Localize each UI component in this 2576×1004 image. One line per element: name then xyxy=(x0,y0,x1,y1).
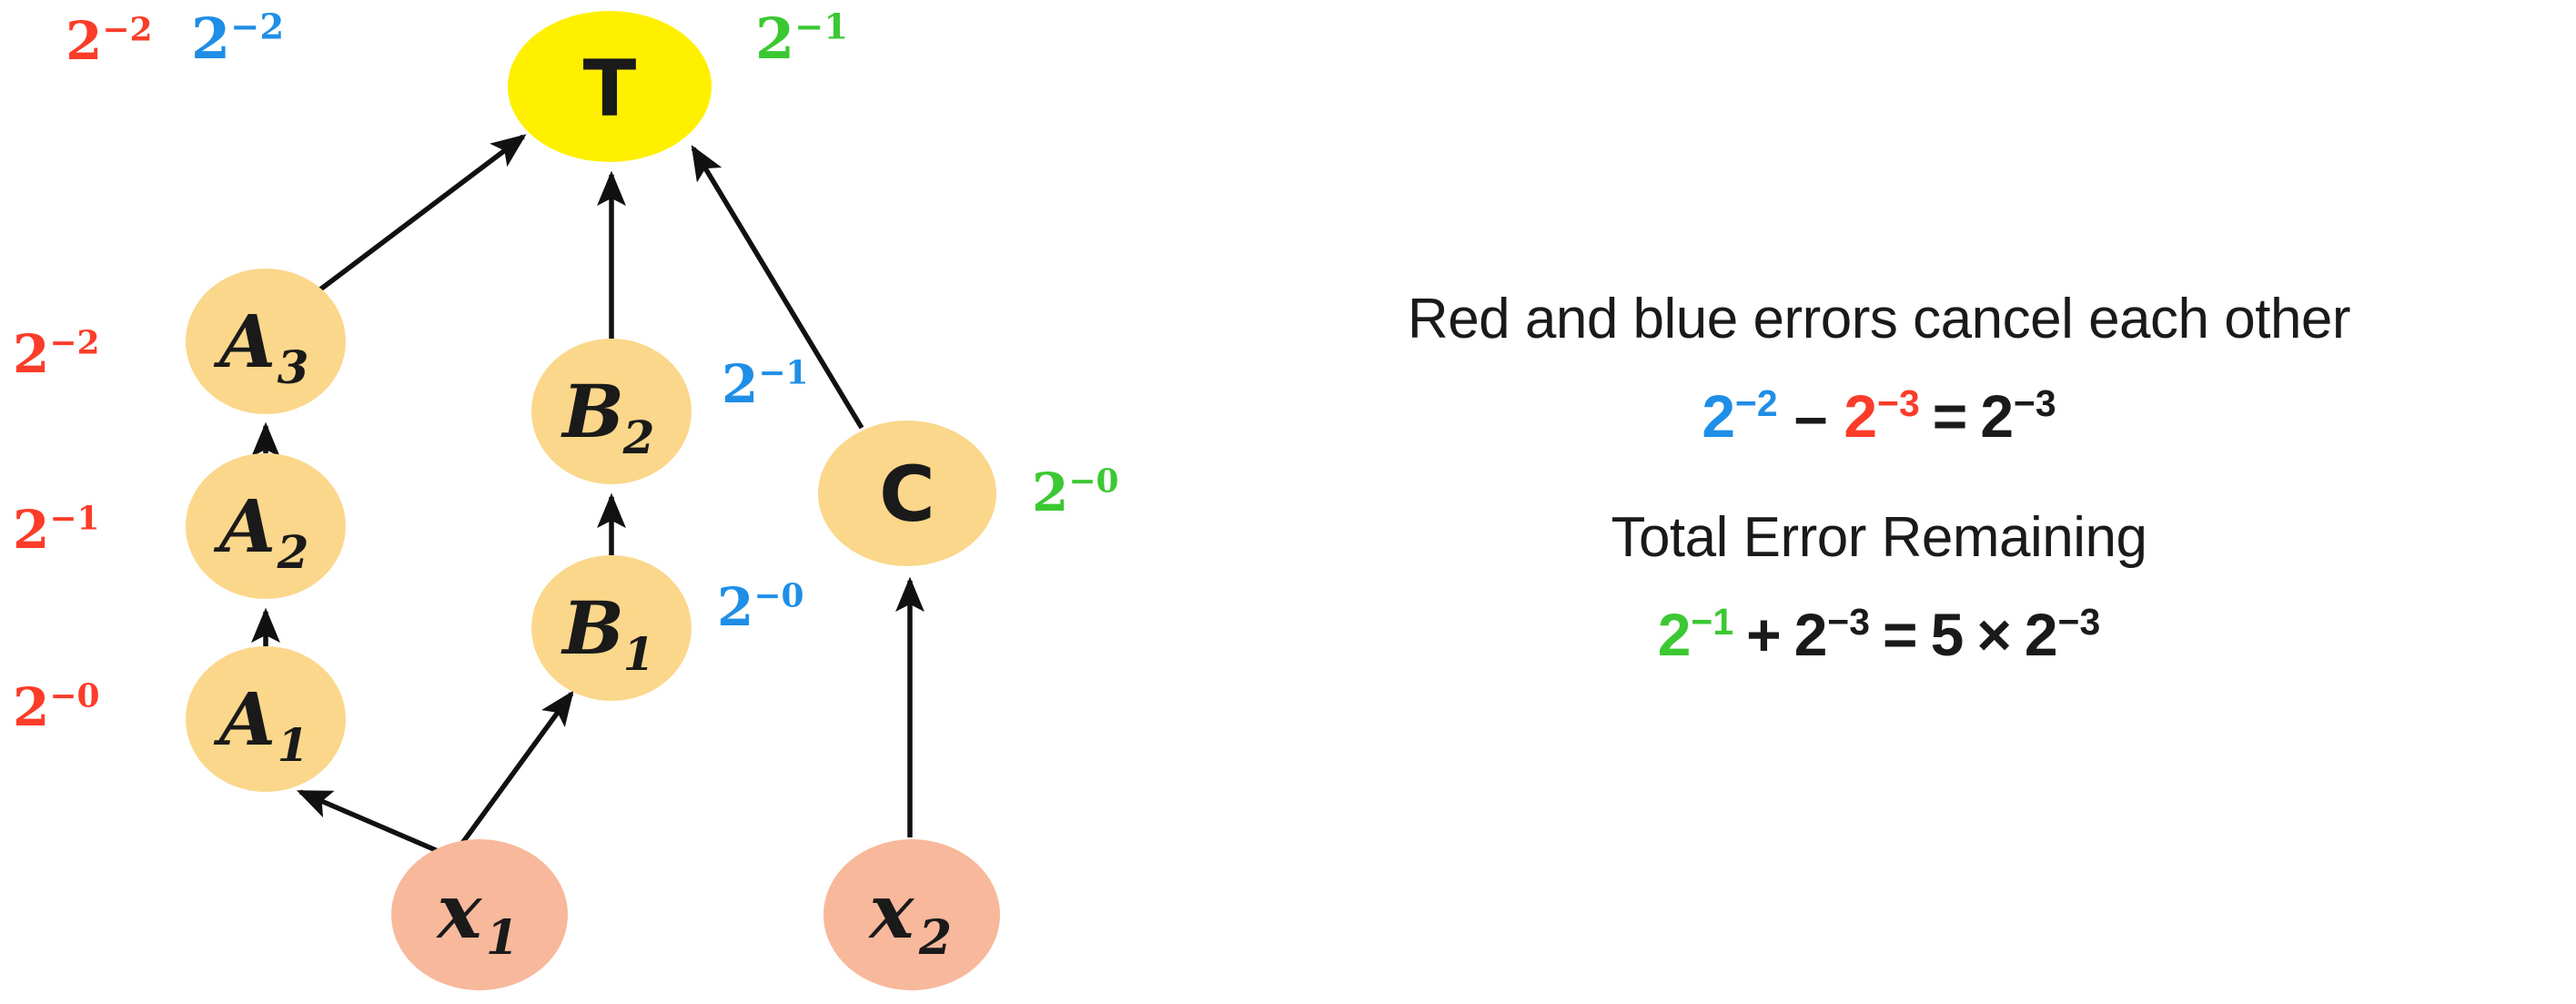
node-a2-label: A xyxy=(213,483,276,569)
annotation-blue-b2-exp: −1 xyxy=(758,353,809,392)
equation-2-operator: + xyxy=(1746,601,1782,669)
equation-1-term-2-exp: −3 xyxy=(1877,382,1920,425)
annotation-blue-top: 2−2 xyxy=(191,5,285,72)
node-a3[interactable]: A 3 xyxy=(186,269,346,414)
node-b1-sub: 1 xyxy=(623,627,655,681)
annotation-red-top-exp: −2 xyxy=(102,10,153,49)
node-x1-sub: 1 xyxy=(486,910,519,966)
annotation-green-top-exp: −1 xyxy=(794,6,849,48)
node-c-shape[interactable] xyxy=(818,421,996,566)
node-t[interactable]: T xyxy=(508,11,712,162)
node-c[interactable]: C xyxy=(818,421,996,566)
explanation-panel: Red and blue errors cancel each other 2−… xyxy=(1183,289,2575,667)
node-t-shape[interactable] xyxy=(508,11,712,162)
annotation-red-a3-exp: −2 xyxy=(49,323,100,362)
node-a1-sub: 1 xyxy=(278,718,309,772)
equation-1: 2−2–2−3=2−3 xyxy=(1183,382,2575,451)
equation-1-term-1: 2−2 xyxy=(1702,382,1778,451)
spacer-3 xyxy=(1183,567,2575,603)
equation-2-term-1-exp: −1 xyxy=(1691,601,1734,644)
node-a1-shape[interactable] xyxy=(186,646,346,792)
node-a3-shape[interactable] xyxy=(186,269,346,414)
node-c-label: C xyxy=(879,450,935,539)
node-x1[interactable]: x 1 xyxy=(391,839,568,990)
equation-2-coefficient: 5 xyxy=(1930,601,1965,669)
equation-2-result: 2−3 xyxy=(2024,601,2101,669)
annotation-red-top: 2−2 xyxy=(66,10,153,72)
annotation-red-a2: 2−1 xyxy=(13,499,100,561)
node-x2-label: x xyxy=(868,868,915,956)
node-b2-label: B xyxy=(561,369,624,454)
annotation-blue-b1: 2−0 xyxy=(717,576,804,638)
node-a2-shape[interactable] xyxy=(186,453,346,599)
annotation-red-a1-exp: −0 xyxy=(49,676,100,715)
node-b2[interactable]: B 2 xyxy=(531,339,692,484)
equation-2-times: × xyxy=(1976,601,2012,669)
node-a1-label: A xyxy=(213,676,276,762)
node-x1-shape[interactable] xyxy=(391,839,568,990)
node-a1[interactable]: A 1 xyxy=(186,646,346,792)
node-x2[interactable]: x 2 xyxy=(823,839,1000,990)
annotation-red-a2-exp: −1 xyxy=(49,499,100,538)
node-t-label: T xyxy=(583,44,637,135)
equation-1-term-2: 2−3 xyxy=(1844,382,1920,451)
equation-1-result-exp: −3 xyxy=(2014,382,2056,425)
spacer-2 xyxy=(1183,448,2575,508)
edge-group xyxy=(251,134,924,858)
node-b1[interactable]: B 1 xyxy=(531,555,692,701)
node-a3-sub: 3 xyxy=(278,340,309,394)
node-x1-label: x xyxy=(436,868,483,956)
node-b1-shape[interactable] xyxy=(531,555,692,701)
equation-1-equals: = xyxy=(1932,382,1968,451)
equation-2-term-2-exp: −3 xyxy=(1827,601,1871,644)
equation-2-term-1: 2−1 xyxy=(1657,601,1734,669)
annotation-blue-b2: 2−1 xyxy=(722,353,809,415)
node-a3-label: A xyxy=(213,299,276,384)
annotation-red-a3: 2−2 xyxy=(13,323,100,385)
annotation-green-c: 2−0 xyxy=(1032,461,1119,523)
annotation-green-top: 2−1 xyxy=(755,5,849,72)
node-x2-sub: 2 xyxy=(918,910,952,966)
node-a2[interactable]: A 2 xyxy=(186,453,346,599)
equation-1-operator: – xyxy=(1793,382,1828,451)
equation-2: 2−1+2−3=5×2−3 xyxy=(1183,603,2575,666)
annotation-blue-b1-exp: −0 xyxy=(753,576,804,615)
equation-2-equals: = xyxy=(1883,601,1918,669)
annotation-blue-top-exp: −2 xyxy=(230,6,285,48)
edge-x1-to-b1 xyxy=(450,690,574,857)
spacer-1 xyxy=(1183,349,2575,385)
node-x2-shape[interactable] xyxy=(823,839,1000,990)
explanation-line-1: Red and blue errors cancel each other xyxy=(1407,288,2351,350)
equation-1-term-1-exp: −2 xyxy=(1735,382,1778,425)
equation-2-result-exp: −3 xyxy=(2057,601,2101,644)
node-b1-label: B xyxy=(561,585,624,671)
annotation-red-a1: 2−0 xyxy=(13,676,100,738)
annotation-green-c-exp: −0 xyxy=(1068,461,1119,501)
node-b2-sub: 2 xyxy=(622,411,655,464)
node-b2-shape[interactable] xyxy=(531,339,692,484)
edge-x1-to-a1 xyxy=(296,789,450,858)
edge-c-to-t xyxy=(691,145,864,430)
explanation-line-2: Total Error Remaining xyxy=(1611,506,2147,570)
equation-2-term-2: 2−3 xyxy=(1793,601,1871,669)
node-a2-sub: 2 xyxy=(277,525,309,579)
edge-a3-to-t xyxy=(318,134,527,292)
equation-1-result: 2−3 xyxy=(1980,382,2056,451)
